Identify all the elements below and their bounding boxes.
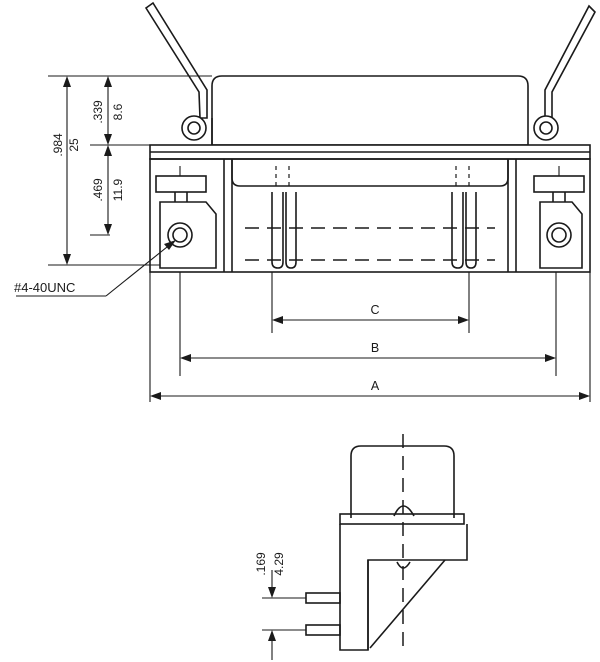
dim-label-b: B [371,341,379,355]
contact-insert [245,166,495,269]
dim-mid-height-mm: 11.9 [111,178,125,201]
right-mounting-bracket [533,166,585,269]
thread-callout: #4-40UNC [14,280,75,295]
dim-label-a: A [371,379,380,393]
dim-overall-height-mm: 25 [67,138,81,152]
thread-callout-leader [16,240,176,297]
connector-body [149,158,591,273]
front-view: .984 25 .339 8.6 .469 11.9 #4-40UNC [14,1,596,402]
dim-top-height-in: .339 [91,100,105,124]
dim-pin-offset-in: .169 [254,552,268,576]
dim-mid-height-in: .469 [91,178,105,202]
right-latch-lever [533,4,596,141]
side-view [262,434,468,660]
dim-overall-height-in: .984 [51,133,65,157]
left-latch-lever [144,1,208,141]
dim-top-height-mm: 8.6 [111,103,125,120]
dim-label-c: C [370,303,379,317]
rear-hood [211,75,529,146]
width-dimensions [149,272,591,402]
dim-pin-offset-mm: 4.29 [272,552,286,576]
height-dimensions [48,75,212,266]
mounting-flange [149,144,591,160]
left-mounting-bracket [155,166,217,269]
